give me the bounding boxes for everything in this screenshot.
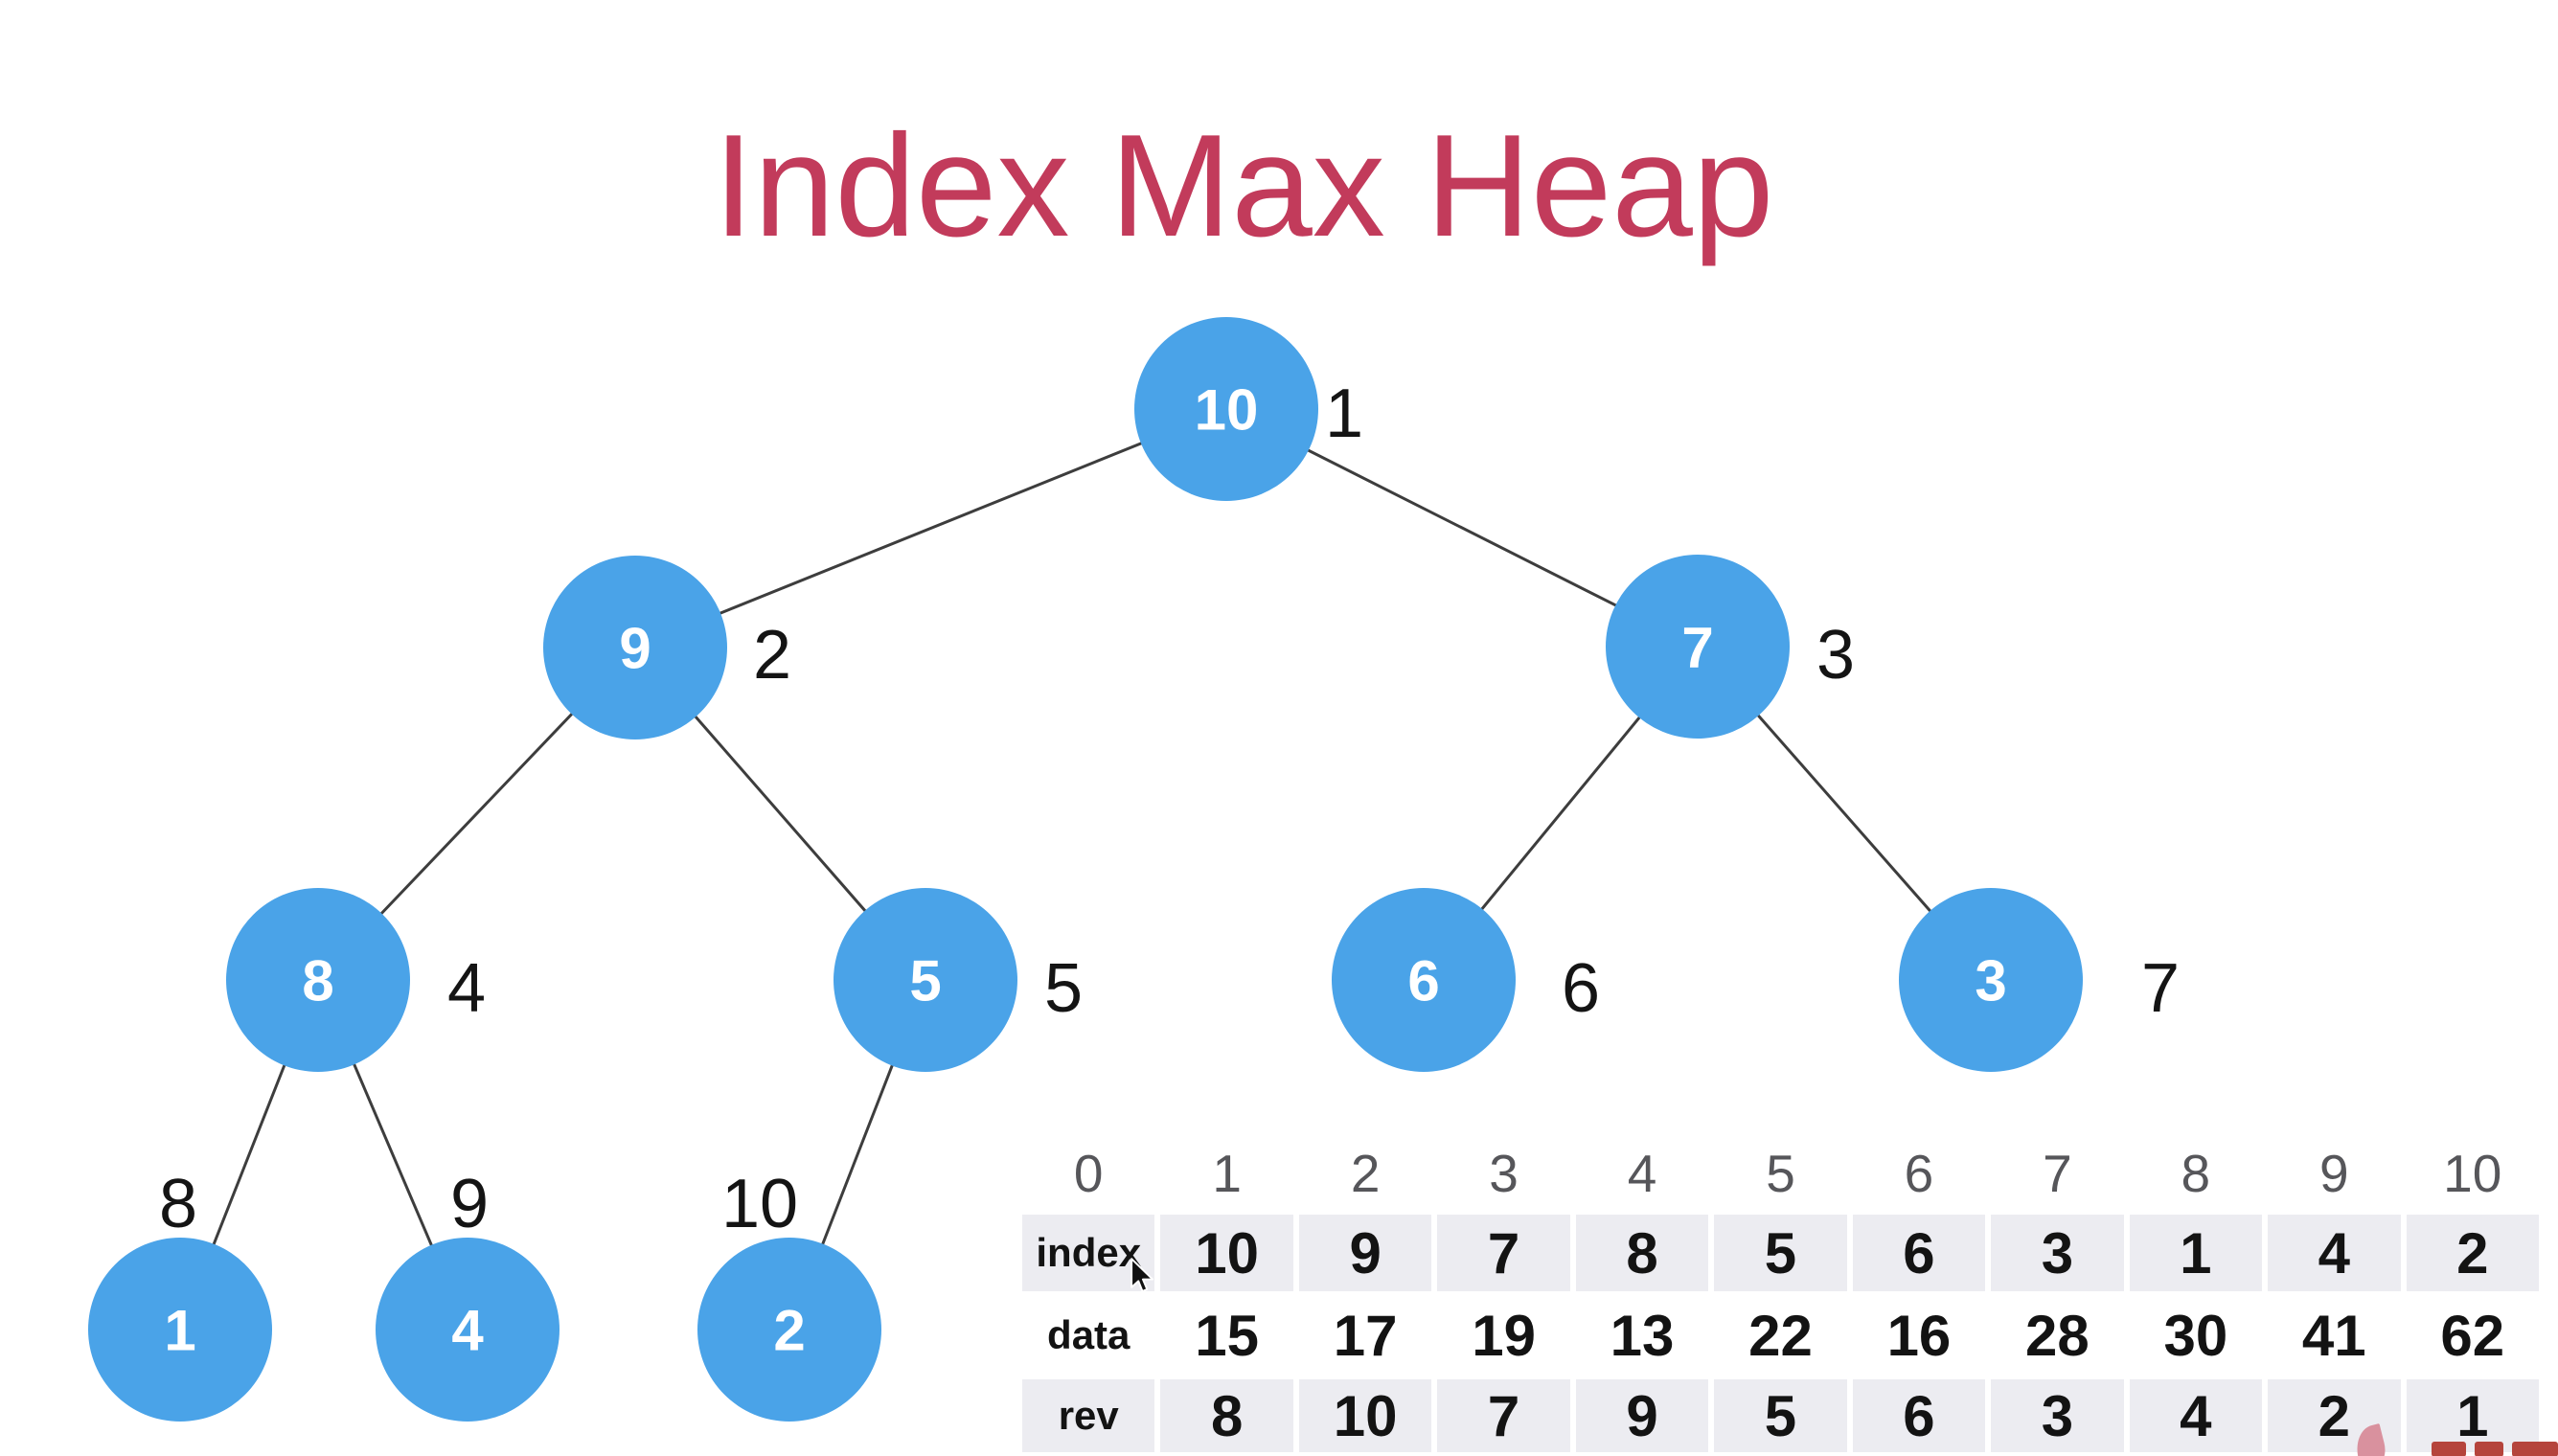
table-cell: 22 bbox=[1748, 1303, 1813, 1368]
table-cell: 4 bbox=[2129, 1379, 2263, 1452]
row-label: data bbox=[1047, 1312, 1131, 1357]
node-heap-position-label: 7 bbox=[2141, 950, 2180, 1027]
table-cell: 41 bbox=[2301, 1303, 2366, 1368]
table-cell: 5 bbox=[1714, 1379, 1847, 1452]
table-cell: 4 bbox=[2268, 1215, 2401, 1291]
table-cell: 15 bbox=[1195, 1303, 1260, 1368]
node-value: 6 bbox=[1407, 949, 1439, 1013]
table-cell: 13 bbox=[1610, 1303, 1675, 1368]
column-header: 2 bbox=[1350, 1144, 1381, 1203]
node-circle bbox=[1899, 888, 2083, 1072]
column-header: 7 bbox=[2043, 1144, 2072, 1203]
table-cell: 1 bbox=[2129, 1215, 2263, 1291]
tree-node-pos-10: 2 10 bbox=[697, 1166, 881, 1422]
tree-node-pos-8: 18 bbox=[88, 1166, 272, 1422]
node-value: 1 bbox=[164, 1299, 195, 1363]
mouse-cursor-icon bbox=[1131, 1258, 1154, 1292]
table-cell: 3 bbox=[1991, 1215, 2124, 1291]
node-value: 4 bbox=[451, 1299, 484, 1363]
node-circle bbox=[376, 1238, 560, 1422]
tree-node-pos-1: 10 1 bbox=[1134, 317, 1363, 501]
node-heap-position-label: 10 bbox=[721, 1166, 798, 1242]
table-cell: 19 bbox=[1472, 1303, 1536, 1368]
table-cell: 6 bbox=[1852, 1215, 1986, 1291]
table-cell: 30 bbox=[2163, 1303, 2228, 1368]
node-heap-position-label: 9 bbox=[450, 1166, 489, 1242]
table-cell: 7 bbox=[1437, 1215, 1570, 1291]
node-value: 8 bbox=[302, 949, 333, 1013]
table-cell: 3 bbox=[1991, 1379, 2124, 1452]
node-heap-position-label: 6 bbox=[1562, 950, 1600, 1027]
node-value: 5 bbox=[909, 949, 941, 1013]
table-cell: 7 bbox=[1437, 1379, 1570, 1452]
node-heap-position-label: 8 bbox=[159, 1166, 197, 1242]
node-circle bbox=[226, 888, 410, 1072]
table-cell: 17 bbox=[1333, 1303, 1398, 1368]
table-row-data: data 15 17 19 13 22 16 28 30 41 62 bbox=[1022, 1295, 2539, 1376]
table-cell: 1 bbox=[2406, 1379, 2539, 1452]
node-circle bbox=[543, 556, 727, 739]
column-header: 10 bbox=[2443, 1144, 2502, 1203]
node-heap-position-label: 5 bbox=[1044, 950, 1083, 1027]
page-title: Index Max Heap bbox=[713, 104, 1774, 267]
row-label: index bbox=[1022, 1215, 1155, 1291]
node-circle bbox=[1606, 555, 1790, 739]
column-header: 4 bbox=[1627, 1144, 1657, 1203]
node-heap-position-label: 2 bbox=[753, 617, 791, 694]
node-circle bbox=[697, 1238, 881, 1422]
table-cell: 8 bbox=[1575, 1215, 1709, 1291]
table-cell: 6 bbox=[1852, 1379, 1986, 1452]
column-header: 8 bbox=[2181, 1144, 2211, 1203]
tree-node-pos-9: 49 bbox=[376, 1166, 560, 1422]
node-value: 7 bbox=[1681, 616, 1713, 680]
watermark-glyph bbox=[2432, 1442, 2466, 1456]
column-header: 3 bbox=[1489, 1144, 1519, 1203]
row-label: rev bbox=[1022, 1379, 1155, 1452]
column-header: 9 bbox=[2319, 1144, 2349, 1203]
node-circle bbox=[834, 888, 1017, 1072]
watermark-logo-fragment bbox=[2432, 1442, 2558, 1456]
column-header: 6 bbox=[1904, 1144, 1934, 1203]
node-value: 2 bbox=[773, 1299, 805, 1363]
table-cell: 2 bbox=[2406, 1215, 2539, 1291]
node-heap-position-label: 4 bbox=[447, 950, 486, 1027]
column-header: 1 bbox=[1212, 1144, 1242, 1203]
watermark-glyph bbox=[2475, 1442, 2503, 1456]
node-heap-position-label: 1 bbox=[1325, 375, 1363, 452]
table-cell: 5 bbox=[1714, 1215, 1847, 1291]
table-cell: 62 bbox=[2440, 1303, 2505, 1368]
node-value: 3 bbox=[1975, 949, 2006, 1013]
tree-edge-1-2 bbox=[634, 407, 1227, 649]
watermark-glyph bbox=[2512, 1442, 2558, 1456]
table-cell: 10 bbox=[1298, 1379, 1432, 1452]
column-header: 0 bbox=[1073, 1144, 1104, 1203]
node-value: 9 bbox=[619, 617, 651, 681]
table-cell: 10 bbox=[1160, 1215, 1293, 1291]
node-circle bbox=[88, 1238, 272, 1422]
node-circle bbox=[1332, 888, 1516, 1072]
table-cell: 9 bbox=[1298, 1215, 1432, 1291]
table-cell: 8 bbox=[1160, 1379, 1293, 1452]
column-header: 5 bbox=[1766, 1144, 1795, 1203]
table-cell: 16 bbox=[1886, 1303, 1952, 1368]
table-header-row: 0 1 2 3 4 5 6 7 8 9 10 bbox=[1022, 1136, 2539, 1211]
node-circle bbox=[1134, 317, 1318, 501]
node-heap-position-label: 3 bbox=[1816, 617, 1855, 694]
table-cell: 9 bbox=[1575, 1379, 1709, 1452]
node-value: 10 bbox=[1195, 378, 1259, 443]
table-cell: 28 bbox=[2025, 1303, 2090, 1368]
